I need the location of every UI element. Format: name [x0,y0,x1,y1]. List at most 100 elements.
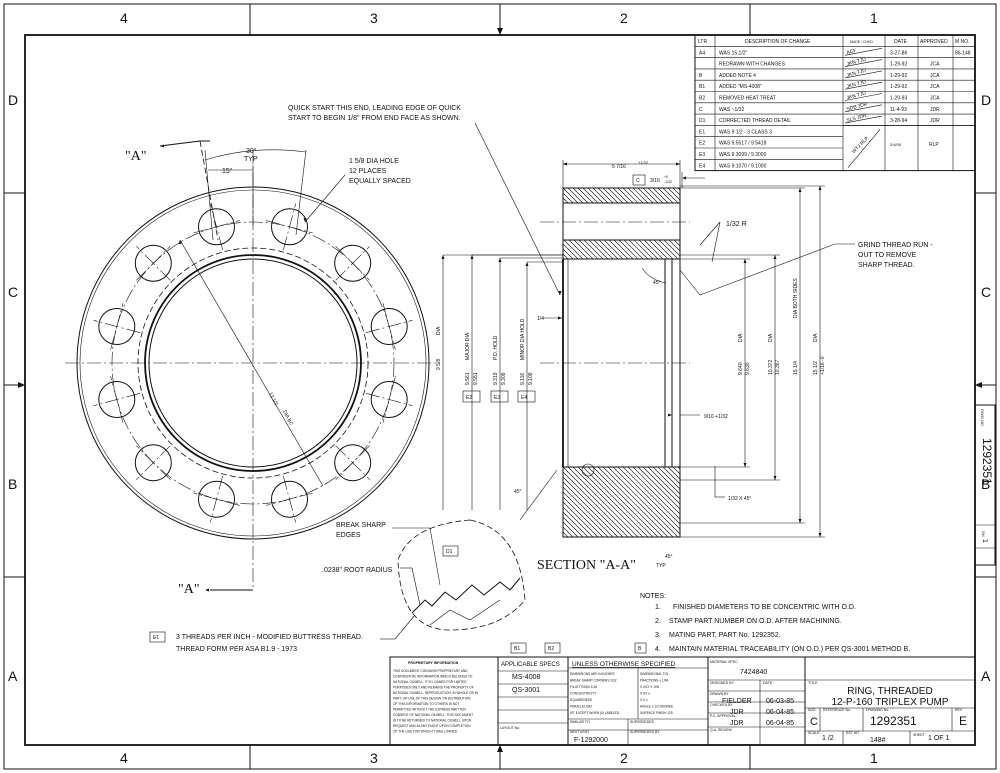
rev-approved: JCA [930,84,940,90]
hatch-line [583,239,604,260]
supersedes-label: SUPERSEDES [630,720,655,724]
angle-dim-arc [204,149,307,161]
hatch-line [562,506,594,538]
rev-initial-slash [844,81,883,90]
pe-by: JDR [730,720,744,727]
material: 7424840 [740,669,767,676]
date-pe: 06-04-85 [766,720,794,727]
hatch-line [647,466,681,500]
note-4-flag-box [634,642,647,654]
bolt-hole [198,480,235,518]
note-3: MATING PART, PART No. 1292352. [669,632,781,639]
proprietary-text: PURPOSES ONLY AND REMAINS THE PROPERTY O… [393,686,474,690]
zone-row-d: D [8,92,18,108]
note-4: MAINTAIN MATERIAL TRACEABILITY (ON O.D.)… [669,646,910,653]
rev-ltr: B [699,73,703,79]
break-edges-leader [429,527,441,586]
rev-desc: ADDED NOTE 4 [719,73,756,79]
c-tol-minus: -1/32 [664,180,672,184]
radius-leader [711,221,721,263]
arrowhead [676,162,680,166]
bolt-circle-dim-line [179,239,324,487]
rev-date: 1-29-92 [890,73,907,79]
hatch-line [562,197,569,204]
dim-value-right: 15 1/2 [813,361,819,375]
root-radius: .0238" ROOT RADIUS [322,567,393,574]
proprietary-text: PART, OR USE OF THIS DESIGN OR DISTRIBUT… [393,697,471,701]
dim-value-right: 9.640 [738,362,744,375]
detail-callout-circle [581,463,595,477]
tolerance-right: X.XX ± [640,692,650,696]
hatch-line [637,187,654,204]
center-mark-left [18,382,25,388]
zone-row-a: A [8,668,18,684]
spec-2: QS-3001 [512,687,540,694]
hatch-line [572,187,589,204]
hatch-line [592,466,664,538]
notes: NOTES: 1. FINISHED DIAMETERS TO BE CONCE… [510,593,910,654]
rev-initial-slash [844,115,883,124]
dim-value-left-lower: 9.109 [528,372,534,385]
flag-b1: B1 [514,646,520,652]
zone-row-c-right: C [981,284,991,300]
hatch-line [617,187,634,204]
radius-leader [699,221,721,246]
proprietary-text: NATIONAL OILWELL. IT IS LOANED FOR LIMIT… [393,680,467,684]
dim-value-right: 15 1/4 [793,361,799,375]
bolt-hole [198,208,235,246]
spec-1: MS-4008 [512,674,541,681]
hatch-line [562,516,584,538]
bolt-hole [134,244,172,282]
grind-note-3: SHARP THREAD. [858,262,915,269]
arrowhead [743,463,747,467]
tolerance-right: X.XXX ± .005 [640,685,659,689]
date-checked: 06-04-85 [766,709,794,716]
hatch-line [642,466,681,505]
cut-plane-top [199,140,219,241]
hatch-line [662,466,681,485]
dim-flag: E2 [466,395,472,401]
drawing-label: DRAWING No. [866,708,889,712]
angle-30: 30° [246,147,257,155]
leader-arrowhead [303,218,307,222]
rev-desc: WAS 9.1070 / 9.1000 [719,163,767,169]
rev-date: 3-28-94 [890,118,907,124]
rev-desc: ADDED "MS-4008" [719,84,762,90]
drawn-by: FIELDER [722,698,752,705]
cut-arrowhead [160,144,164,148]
arrowhead [773,255,777,259]
rev-date: 1-29-92 [890,62,907,68]
rev-initials: SLS JDR [846,113,868,124]
note-3-num: 3. [655,632,661,639]
rev: E [959,714,967,728]
zone-row-d-right: D [981,92,991,108]
hatch-line [623,239,644,260]
zone-col-4: 4 [120,10,128,26]
dim-value-left: 9 5/8 [436,359,442,370]
note-4-flag: B [638,646,642,652]
chamfer-label: 1/32 X 45° [728,496,751,502]
reference-label: REFERENCE No. [823,708,851,712]
flag-b2: B2 [548,646,554,652]
note-1-num: 1. [655,604,661,611]
thread-profile [411,577,521,614]
dim-flag-box [517,390,536,403]
break-edges-1: BREAK SHARP [336,522,386,529]
rev-header-ltr: LTR [698,39,707,45]
hatch-line [573,239,594,260]
break-edges-2: EDGES [336,532,361,539]
tolerance-left: DIMENSIONS ARE IN INCHES [570,672,614,676]
next-assy-label: NEXT ASSY [570,730,590,734]
hatch-line [667,187,681,201]
proprietary-text: THIS DOCUMENT CONTAINS PROPRIETARY AND [393,669,468,673]
rev-e-approved: RLP [929,142,939,148]
c-dim: 3/16 [650,178,660,184]
hatch-line [562,253,569,260]
section-label-top: "A" [125,149,147,164]
hatch-line [562,511,589,538]
section-thread-band [562,239,681,260]
zone-col-2-bottom: 2 [620,750,628,766]
hatch-line [672,187,681,196]
hatch-line [657,466,681,490]
